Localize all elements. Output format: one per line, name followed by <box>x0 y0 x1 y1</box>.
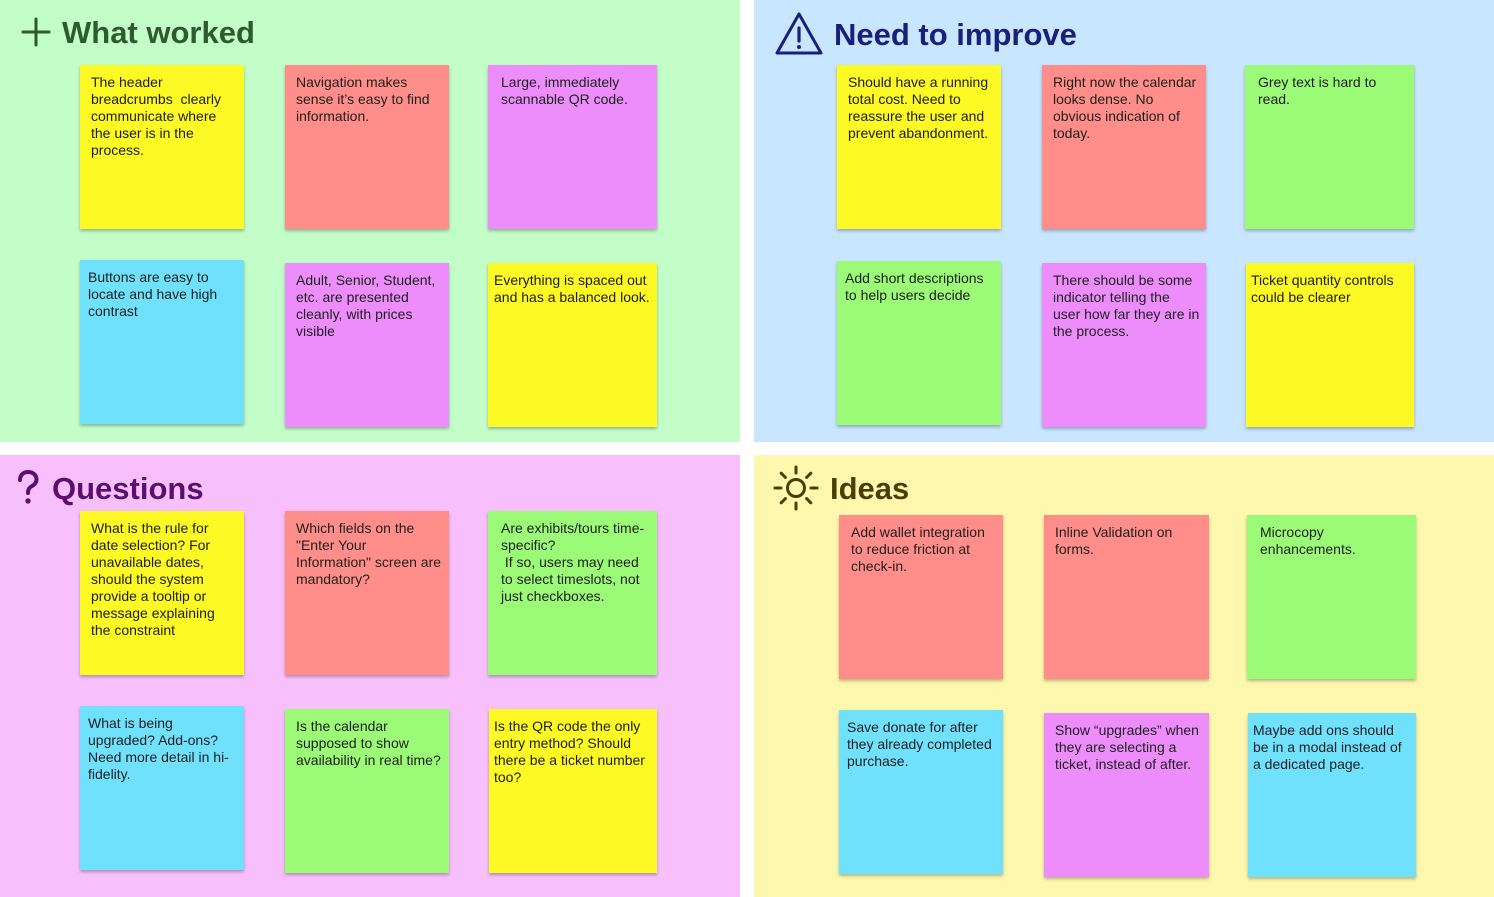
sticky-note[interactable]: Are exhibits/tours time-specific? If so,… <box>488 511 657 675</box>
sticky-note[interactable]: Large, immediately scannable QR code. <box>488 65 657 229</box>
sticky-note-text: Large, immediately scannable QR code. <box>501 74 628 107</box>
sticky-note-text: Should have a running total cost. Need t… <box>848 74 992 141</box>
sticky-note[interactable]: Which fields on the "Enter Your Informat… <box>285 511 449 675</box>
sticky-note-text: Save donate for after they already compl… <box>847 719 996 769</box>
sticky-note[interactable]: Should have a running total cost. Need t… <box>837 65 1001 229</box>
sticky-note[interactable]: Microcopy enhancements. <box>1247 515 1416 679</box>
sticky-note[interactable]: Is the QR code the only entry method? Sh… <box>489 709 657 873</box>
sticky-note-text: Are exhibits/tours time-specific? If so,… <box>501 520 645 604</box>
section-header: What worked <box>20 16 255 48</box>
sticky-note[interactable]: Grey text is hard to read. <box>1245 65 1414 229</box>
section-need-to-improve: Need to improve Should have a running to… <box>754 0 1494 442</box>
sticky-note[interactable]: Buttons are easy to locate and have high… <box>80 260 244 424</box>
sticky-note-text: Inline Validation on forms. <box>1055 524 1177 557</box>
sticky-note[interactable]: Save donate for after they already compl… <box>839 710 1003 874</box>
sticky-note-text: Ticket quantity controls could be cleare… <box>1251 272 1398 305</box>
section-header: Need to improve <box>774 11 1077 57</box>
sticky-note-text: Is the calendar supposed to show availab… <box>296 718 441 768</box>
sun-icon <box>772 464 820 512</box>
sticky-note[interactable]: Inline Validation on forms. <box>1044 515 1209 679</box>
sticky-note-text: Maybe add ons should be in a modal inste… <box>1253 722 1406 772</box>
sticky-note-text: Grey text is hard to read. <box>1258 74 1381 107</box>
sticky-note[interactable]: The header breadcrumbs clearly communica… <box>80 65 244 229</box>
sticky-note-text: Which fields on the "Enter Your Informat… <box>296 520 445 587</box>
sticky-note-text: What is the rule for date selection? For… <box>91 520 219 638</box>
warning-triangle-icon <box>774 11 824 57</box>
section-title: Ideas <box>830 470 910 506</box>
question-mark-icon <box>14 470 42 506</box>
sticky-note[interactable]: What is being upgraded? Add-ons? Need mo… <box>80 706 244 870</box>
sticky-note[interactable]: Everything is spaced out and has a balan… <box>488 263 657 427</box>
section-header: Ideas <box>772 464 909 512</box>
sticky-note-text: Add short descriptions to help users dec… <box>845 270 988 303</box>
sticky-note[interactable]: Maybe add ons should be in a modal inste… <box>1248 713 1416 877</box>
sticky-note[interactable]: Right now the calendar looks dense. No o… <box>1042 65 1206 229</box>
sticky-note[interactable]: Navigation makes sense it’s easy to find… <box>285 65 449 229</box>
sticky-note[interactable]: Is the calendar supposed to show availab… <box>285 709 449 873</box>
section-title: What worked <box>62 14 255 50</box>
section-header: Questions <box>14 470 204 506</box>
sticky-note-text: What is being upgraded? Add-ons? Need mo… <box>88 715 229 782</box>
sticky-note-text: Right now the calendar looks dense. No o… <box>1053 74 1201 141</box>
sticky-note[interactable]: Ticket quantity controls could be cleare… <box>1246 263 1414 427</box>
sticky-note-text: Microcopy enhancements. <box>1260 524 1356 557</box>
sticky-note-text: Add wallet integration to reduce frictio… <box>851 524 989 574</box>
sticky-note[interactable]: What is the rule for date selection? For… <box>80 511 244 675</box>
sticky-note[interactable]: Add wallet integration to reduce frictio… <box>839 515 1003 679</box>
sticky-note-text: Adult, Senior, Student, etc. are present… <box>296 272 440 339</box>
sticky-note-text: Navigation makes sense it’s easy to find… <box>296 74 434 124</box>
sticky-note[interactable]: Show “upgrades” when they are selecting … <box>1044 713 1209 877</box>
sticky-note-text: Everything is spaced out and has a balan… <box>494 272 651 305</box>
sticky-note[interactable]: There should be some indicator telling t… <box>1042 263 1206 427</box>
sticky-note[interactable]: Add short descriptions to help users dec… <box>837 261 1001 425</box>
sticky-note-text: There should be some indicator telling t… <box>1053 272 1204 339</box>
section-questions: Questions What is the rule for date sele… <box>0 455 740 897</box>
plus-icon <box>20 16 52 48</box>
sticky-note-text: Is the QR code the only entry method? Sh… <box>494 718 649 785</box>
section-title: Need to improve <box>834 16 1077 52</box>
section-what-worked: What worked The header breadcrumbs clear… <box>0 0 740 442</box>
sticky-note[interactable]: Adult, Senior, Student, etc. are present… <box>285 263 449 427</box>
section-title: Questions <box>52 470 204 506</box>
sticky-note-text: The header breadcrumbs clearly communica… <box>91 74 225 158</box>
sticky-note-text: Buttons are easy to locate and have high… <box>88 269 222 319</box>
section-ideas: Ideas Add wallet integration to reduce f… <box>754 455 1494 897</box>
sticky-note-text: Show “upgrades” when they are selecting … <box>1055 722 1203 772</box>
